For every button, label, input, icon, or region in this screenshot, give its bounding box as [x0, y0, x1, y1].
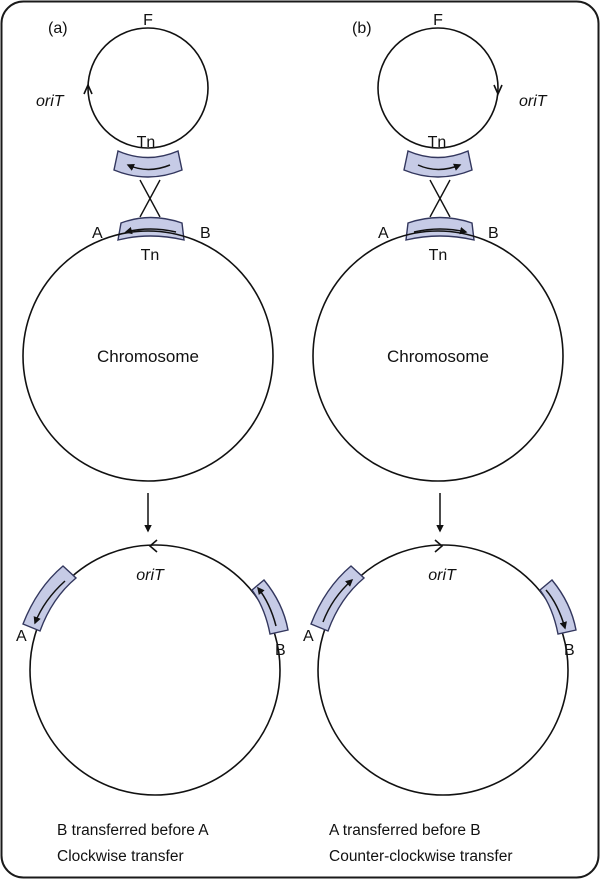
orit-direction-mark-b: [493, 84, 503, 96]
f-plasmid-circle-a: [87, 27, 209, 149]
hfr-transposon-right-arrow-b: [545, 589, 567, 630]
hfr-transposon-right-arrow-a: [257, 586, 277, 627]
crossover-line-a2: [139, 179, 161, 218]
chromosome-tn-label-a: Tn: [141, 247, 160, 264]
plasmid-transposon-b: [403, 150, 473, 178]
plasmid-tn-label-b: Tn: [428, 134, 447, 151]
f-plasmid-label-b: F: [433, 12, 443, 29]
marker-b-label-a: B: [200, 225, 211, 242]
marker-a-label-a: A: [92, 225, 103, 242]
hfr-chromosome-circle-a: [29, 544, 281, 796]
chromosome-label-b: Chromosome: [387, 347, 489, 366]
hfr-orit-label-b: oriT: [428, 567, 457, 584]
caption-line1-a: B transferred before A: [57, 822, 209, 839]
caption-line1-b: A transferred before B: [329, 822, 481, 839]
marker-b-label-b: B: [488, 225, 499, 242]
hfr-orit-mark-a: [148, 539, 158, 553]
orit-direction-mark-a: [83, 83, 93, 95]
hfr-marker-b-label-b: B: [564, 642, 575, 659]
chromosome-label-a: Chromosome: [97, 347, 199, 366]
hfr-transposon-left-arrow-b: [322, 578, 354, 623]
orit-label-a: oriT: [36, 93, 65, 110]
hfr-marker-b-label-a: B: [275, 642, 286, 659]
chromosome-transposon-arrow-b: [413, 226, 468, 235]
panel-a: (a) F oriT Tn A B Tn Chromosome oriT A: [16, 12, 289, 865]
chromosome-circle-b: [312, 230, 564, 482]
orit-label-b: oriT: [519, 93, 548, 110]
caption-line2-a: Clockwise transfer: [57, 848, 184, 865]
marker-a-label-b: A: [378, 225, 389, 242]
hfr-orit-mark-b: [434, 539, 444, 553]
plasmid-transposon-arrow-a: [126, 164, 171, 171]
panel-a-label: (a): [48, 20, 68, 37]
chromosome-circle-a: [22, 230, 274, 482]
plasmid-transposon-arrow-b: [417, 163, 462, 171]
panel-b-label: (b): [352, 20, 372, 37]
hfr-chromosome-circle-b: [317, 544, 569, 796]
caption-line2-b: Counter-clockwise transfer: [329, 848, 512, 865]
f-plasmid-circle-b: [377, 27, 499, 149]
f-plasmid-label-a: F: [143, 12, 153, 29]
crossover-line-b2: [429, 179, 451, 218]
hfr-orit-label-a: oriT: [136, 567, 165, 584]
hfr-marker-a-label-a: A: [16, 628, 27, 645]
hfr-transposon-left-b: [310, 565, 366, 632]
hfr-transposon-right-b: [539, 579, 577, 635]
plasmid-transposon-a: [113, 150, 183, 178]
plasmid-tn-label-a: Tn: [137, 134, 156, 151]
chromosome-tn-label-b: Tn: [429, 247, 448, 264]
chromosome-transposon-arrow-a: [124, 226, 177, 235]
hfr-marker-a-label-b: A: [303, 628, 314, 645]
panel-b: (b) F oriT Tn A B Tn Chromosome oriT A: [303, 12, 577, 865]
hfr-transposon-left-arrow-a: [33, 580, 66, 625]
